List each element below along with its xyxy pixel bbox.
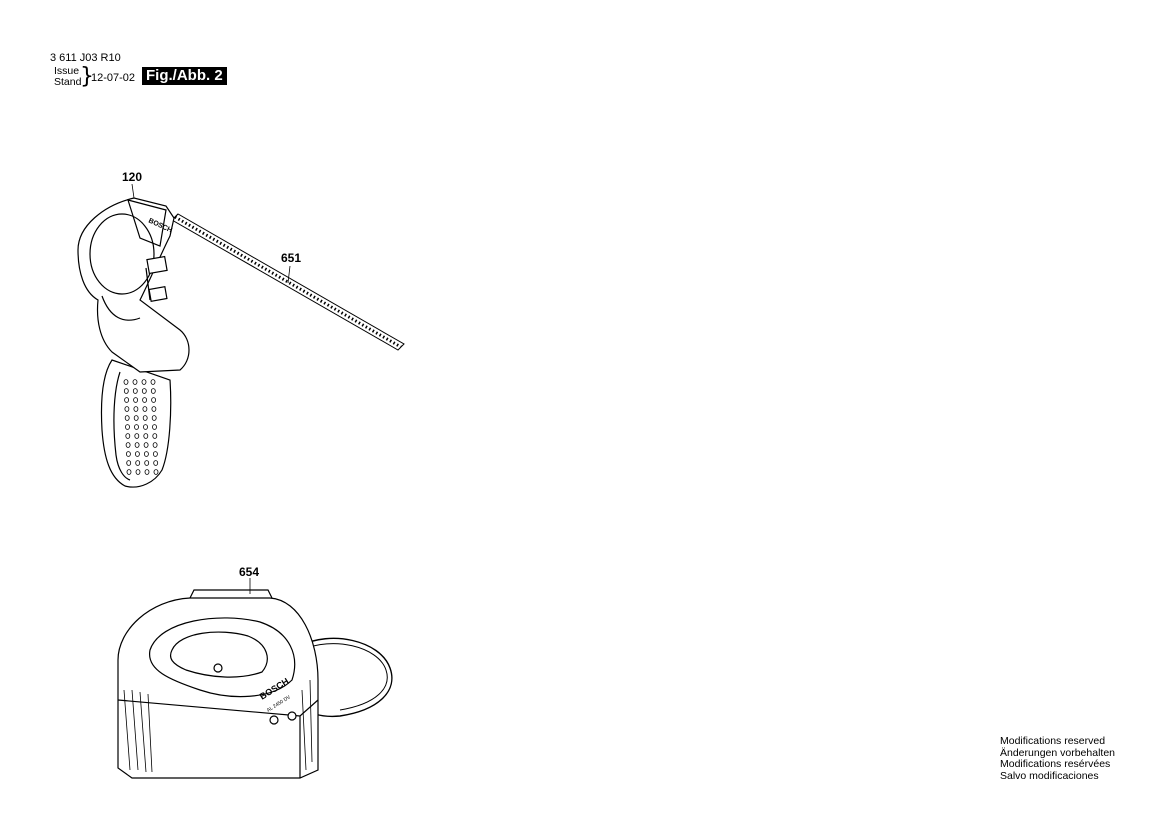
grip-dot <box>123 379 129 385</box>
issue-block: Issue Stand } 12-07-02 Fig./Abb. 2 <box>54 66 254 90</box>
grip-dot <box>124 415 130 421</box>
grip-dot <box>153 460 159 466</box>
grip-dot <box>152 442 158 448</box>
issue-label: Issue <box>54 65 80 77</box>
grip-dot <box>135 469 141 475</box>
grip-dot <box>135 460 141 466</box>
grip-dot <box>133 397 139 403</box>
grip-dot <box>150 388 156 394</box>
grip-dot <box>134 433 140 439</box>
grip-dot <box>151 406 157 412</box>
brace-icon: } <box>80 64 94 89</box>
grip-dot <box>142 406 148 412</box>
grip-dot <box>124 397 129 403</box>
grip-dot <box>126 469 132 475</box>
grip-dot <box>143 451 149 457</box>
grip-dot <box>143 442 149 448</box>
handle-120 <box>77 197 190 488</box>
grip-dot <box>125 442 131 448</box>
grip-dot <box>134 442 140 448</box>
grip-dot <box>132 379 138 385</box>
grip-dot <box>141 388 147 394</box>
grip-dot <box>133 406 139 412</box>
grip-dot <box>134 424 139 430</box>
grip-dot <box>151 397 157 403</box>
leader-line-651 <box>287 265 291 284</box>
figure-label: Fig./Abb. 2 <box>142 67 227 85</box>
modifications-es: Salvo modificaciones <box>1000 769 1099 782</box>
grip-dot <box>134 451 140 457</box>
grip-dot <box>144 460 150 466</box>
grip-dot <box>132 388 138 394</box>
part-number: 3 611 J03 R10 <box>50 52 121 64</box>
modifications-de: Änderungen vorbehalten <box>1000 746 1116 759</box>
grip-dot <box>124 406 130 412</box>
callout-651: 651 <box>281 251 302 265</box>
stand-label: Stand <box>54 76 82 88</box>
modifications-notice: Modifications reserved Änderungen vorbeh… <box>1000 735 1116 782</box>
grip-dot <box>152 451 158 457</box>
charger-654 <box>117 589 393 779</box>
issue-date: 12-07-02 <box>91 72 136 84</box>
grip-dot <box>125 451 131 457</box>
grip-dot <box>141 379 147 385</box>
callout-654: 654 <box>239 565 260 579</box>
callout-120: 120 <box>122 170 143 184</box>
modifications-en: Modifications reserved <box>1000 735 1106 747</box>
grip-dot <box>152 433 158 439</box>
grip-dot <box>152 424 157 430</box>
grip-dot <box>123 388 129 394</box>
grip-dot <box>142 397 148 403</box>
grip-dot <box>142 415 148 421</box>
grip-dot <box>143 424 148 430</box>
grip-dot <box>150 379 156 385</box>
leader-line-120 <box>131 183 135 199</box>
grip-dot <box>143 433 149 439</box>
grip-dot <box>151 415 157 421</box>
grip-dot <box>126 460 132 466</box>
grip-dot <box>125 433 131 439</box>
grip-dot <box>153 469 159 475</box>
grip-dot <box>125 424 130 430</box>
grip-dot <box>133 415 139 421</box>
grip-dots <box>123 379 159 475</box>
modifications-fr: Modifications resérvées <box>1000 758 1111 770</box>
grip-dot <box>144 469 150 475</box>
